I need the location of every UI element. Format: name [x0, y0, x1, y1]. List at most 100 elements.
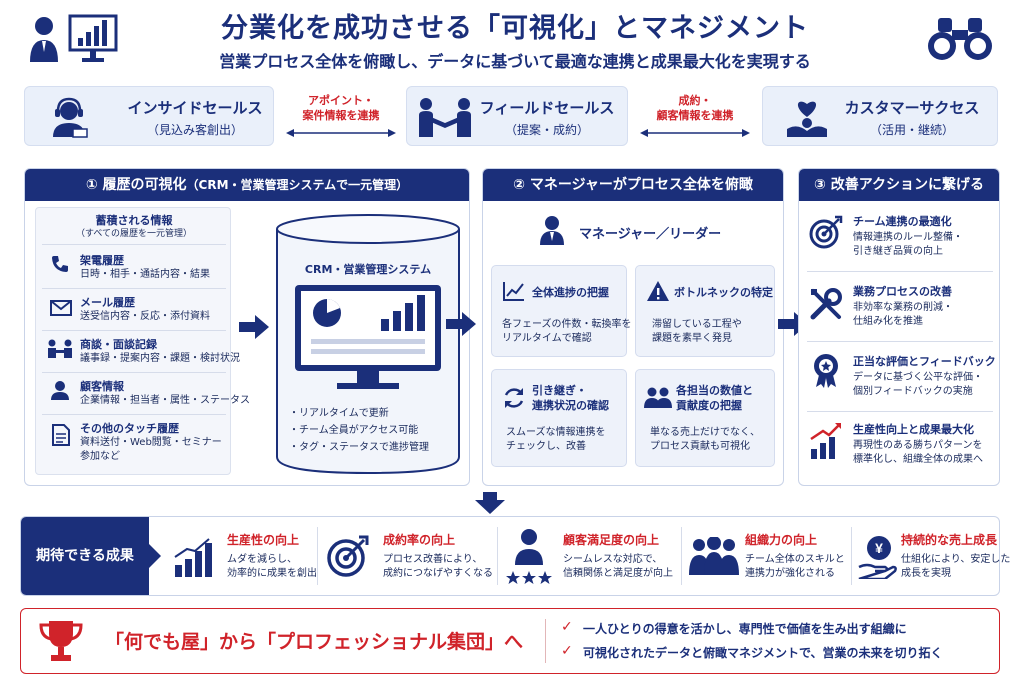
manager-icon: [539, 215, 565, 249]
card-progress: 全体進捗の把握 各フェーズの件数・転換率を リアルタイムで確認: [491, 265, 632, 357]
expected-outcomes: 期待できる成果 生産性の向上 ムダを減らし、 効率的に成果を創出 成約率の向上 …: [20, 516, 1010, 596]
action-desc: データに基づく公平な評価・: [853, 372, 983, 383]
double-arrow-icon: [286, 129, 396, 137]
section-header: ③ 改善アクションに繋げる: [799, 169, 999, 201]
heart-hands-icon: [785, 95, 829, 139]
info-item-name: 架電履歴: [80, 254, 124, 267]
divider: [851, 527, 852, 585]
divider: [807, 341, 993, 342]
card-desc: 各フェーズの件数・転換率を: [502, 319, 632, 330]
card-title: ボトルネックの特定: [674, 286, 773, 299]
label-pointer: [149, 544, 161, 568]
conclusion-point: 可視化されたデータと俯瞰マネジメントで、営業の未来を切り拓く: [583, 646, 943, 660]
card-desc: プロセス貢献も可視化: [650, 441, 750, 452]
divider: [545, 619, 546, 663]
action-desc: 引き継ぎ品質の向上: [853, 246, 943, 257]
outcome-desc: 成約につなげやすくなる: [383, 568, 493, 579]
tools-icon: [810, 288, 842, 320]
outcome-label-text: 期待できる成果: [36, 548, 134, 564]
card-bottleneck: ボトルネックの特定 滞留している工程や 課題を素早く発見: [635, 265, 775, 357]
divider: [807, 411, 993, 412]
action-desc: 情報連携のルール整備・: [853, 232, 963, 243]
action-desc: 仕組み化を推進: [853, 316, 923, 327]
double-arrow-icon: [640, 129, 750, 137]
outcome-title: 持続的な売上成長: [901, 533, 998, 547]
outcome-title: 成約率の向上: [383, 533, 456, 547]
presenter-icon: [26, 10, 122, 68]
card-title: 貢献度の把握: [676, 399, 742, 412]
role-customer-success: カスタマーサクセス （活用・継続）: [762, 86, 998, 146]
card-desc: チェックし、改善: [506, 441, 586, 452]
role-sub: （見込み客創出）: [146, 123, 243, 137]
info-item-desc: 議事録・提案内容・課題・検討状況: [80, 353, 240, 364]
action-desc: 標準化し、組織全体の成果へ: [853, 454, 983, 465]
outcome-desc: 効率的に成果を創出: [227, 568, 317, 579]
person-icon: [50, 380, 70, 404]
handoff-label-1: アポイント・ 案件情報を連携: [276, 93, 406, 123]
mail-icon: [50, 300, 72, 320]
section-header: ① 履歴の可視化（CRM・営業管理システムで一元管理）: [25, 169, 469, 201]
handoff-line: 顧客情報を連携: [656, 109, 734, 122]
bar-growth-icon: [174, 538, 212, 577]
role-inside-sales: インサイドセールス （見込み客創出）: [24, 86, 274, 146]
target-icon: [809, 215, 843, 249]
arrow-down-icon: [475, 492, 505, 514]
svg-text:¥: ¥: [875, 540, 883, 556]
warning-icon: [647, 281, 669, 301]
card-handover: 引き継ぎ・ 連携状況の確認 スムーズな情報連携を チェックし、改善: [491, 369, 627, 467]
info-item-desc: 資料送付・Web閲覧・セミナー: [80, 437, 222, 448]
divider: [42, 330, 226, 331]
role-name: フィールドセールス: [479, 99, 615, 117]
document-icon: [52, 424, 70, 450]
info-item-name: 顧客情報: [80, 380, 124, 393]
outcome-desc: チーム全体のスキルと: [745, 554, 845, 565]
conclusion-banner: 「何でも屋」から「プロフェッショナル集団」へ ✓ 一人ひとりの得意を活かし、専門…: [20, 608, 1000, 674]
divider: [497, 527, 498, 585]
db-point: ・チーム全員がアクセス可能: [289, 425, 419, 436]
handoff-label-2: 成約・ 顧客情報を連携: [630, 93, 760, 123]
conclusion-headline: 「何でも屋」から「プロフェッショナル集団」へ: [105, 631, 524, 653]
section-title: ① 履歴の可視化: [85, 177, 187, 193]
divider: [42, 288, 226, 289]
section-improvement-actions: ③ 改善アクションに繋げる チーム連携の最適化 情報連携のルール整備・ 引き継ぎ…: [798, 168, 1000, 486]
action-desc: 非効率な業務の削減・: [853, 302, 953, 313]
info-item-name: 商談・面談記録: [80, 338, 157, 351]
action-title: 業務プロセスの改善: [853, 285, 952, 298]
handoff-line: アポイント・: [308, 94, 374, 107]
card-desc: 単なる売上だけでなく、: [650, 427, 760, 438]
customer-stars-icon: [506, 529, 552, 584]
trophy-icon: [39, 621, 83, 661]
info-title: 蓄積される情報: [95, 214, 173, 227]
card-title: 引き継ぎ・: [532, 384, 587, 397]
growth-chart-icon: [810, 423, 841, 459]
role-sub: （提案・成約）: [504, 123, 589, 137]
info-item-desc: 企業情報・担当者・属性・ステータス: [80, 395, 250, 406]
divider: [42, 372, 226, 373]
handoff-line: 成約・: [678, 94, 712, 107]
card-title: 各担当の数値と: [676, 384, 753, 397]
info-item-desc: 送受信内容・反応・添付資料: [80, 311, 210, 322]
meeting-icon: [46, 338, 74, 364]
info-item-desc: 日時・相手・通話内容・結果: [80, 269, 210, 280]
manager-label: マネージャー／リーダー: [579, 227, 722, 242]
card-title: 全体進捗の把握: [532, 286, 609, 299]
divider: [42, 414, 226, 415]
conclusion-point: 一人ひとりの得意を活かし、専門性で価値を生み出す組織に: [583, 622, 907, 636]
handshake-icon: [417, 95, 473, 139]
info-item-name: その他のタッチ履歴: [80, 422, 179, 435]
page-subtitle: 営業プロセス全体を俯瞰し、データに基づいて最適な連携と成果最大化を実現する: [219, 52, 811, 71]
role-field-sales: フィールドセールス （提案・成約）: [406, 86, 628, 146]
outcome-desc: 仕組化により、安定した: [901, 554, 1011, 565]
card-contribution: 各担当の数値と 貢献度の把握 単なる売上だけでなく、 プロセス貢献も可視化: [635, 369, 775, 467]
card-desc: スムーズな情報連携を: [506, 427, 606, 438]
section-manager-overview: ② マネージャーがプロセス全体を俯瞰 マネージャー／リーダー 全体進捗の把握 各…: [482, 168, 784, 486]
role-name: カスタマーサクセス: [844, 99, 980, 117]
divider: [807, 271, 993, 272]
handoff-line: 案件情報を連携: [302, 109, 380, 122]
info-sub: （すべての履歴を一元管理）: [75, 229, 192, 239]
arrow-right-icon: [239, 315, 269, 339]
yen-hand-icon: ¥: [858, 536, 897, 579]
db-point: ・リアルタイムで更新: [289, 408, 389, 419]
outcome-desc: 信頼関係と満足度が向上: [563, 568, 673, 579]
card-desc: 課題を素早く発見: [652, 333, 732, 344]
